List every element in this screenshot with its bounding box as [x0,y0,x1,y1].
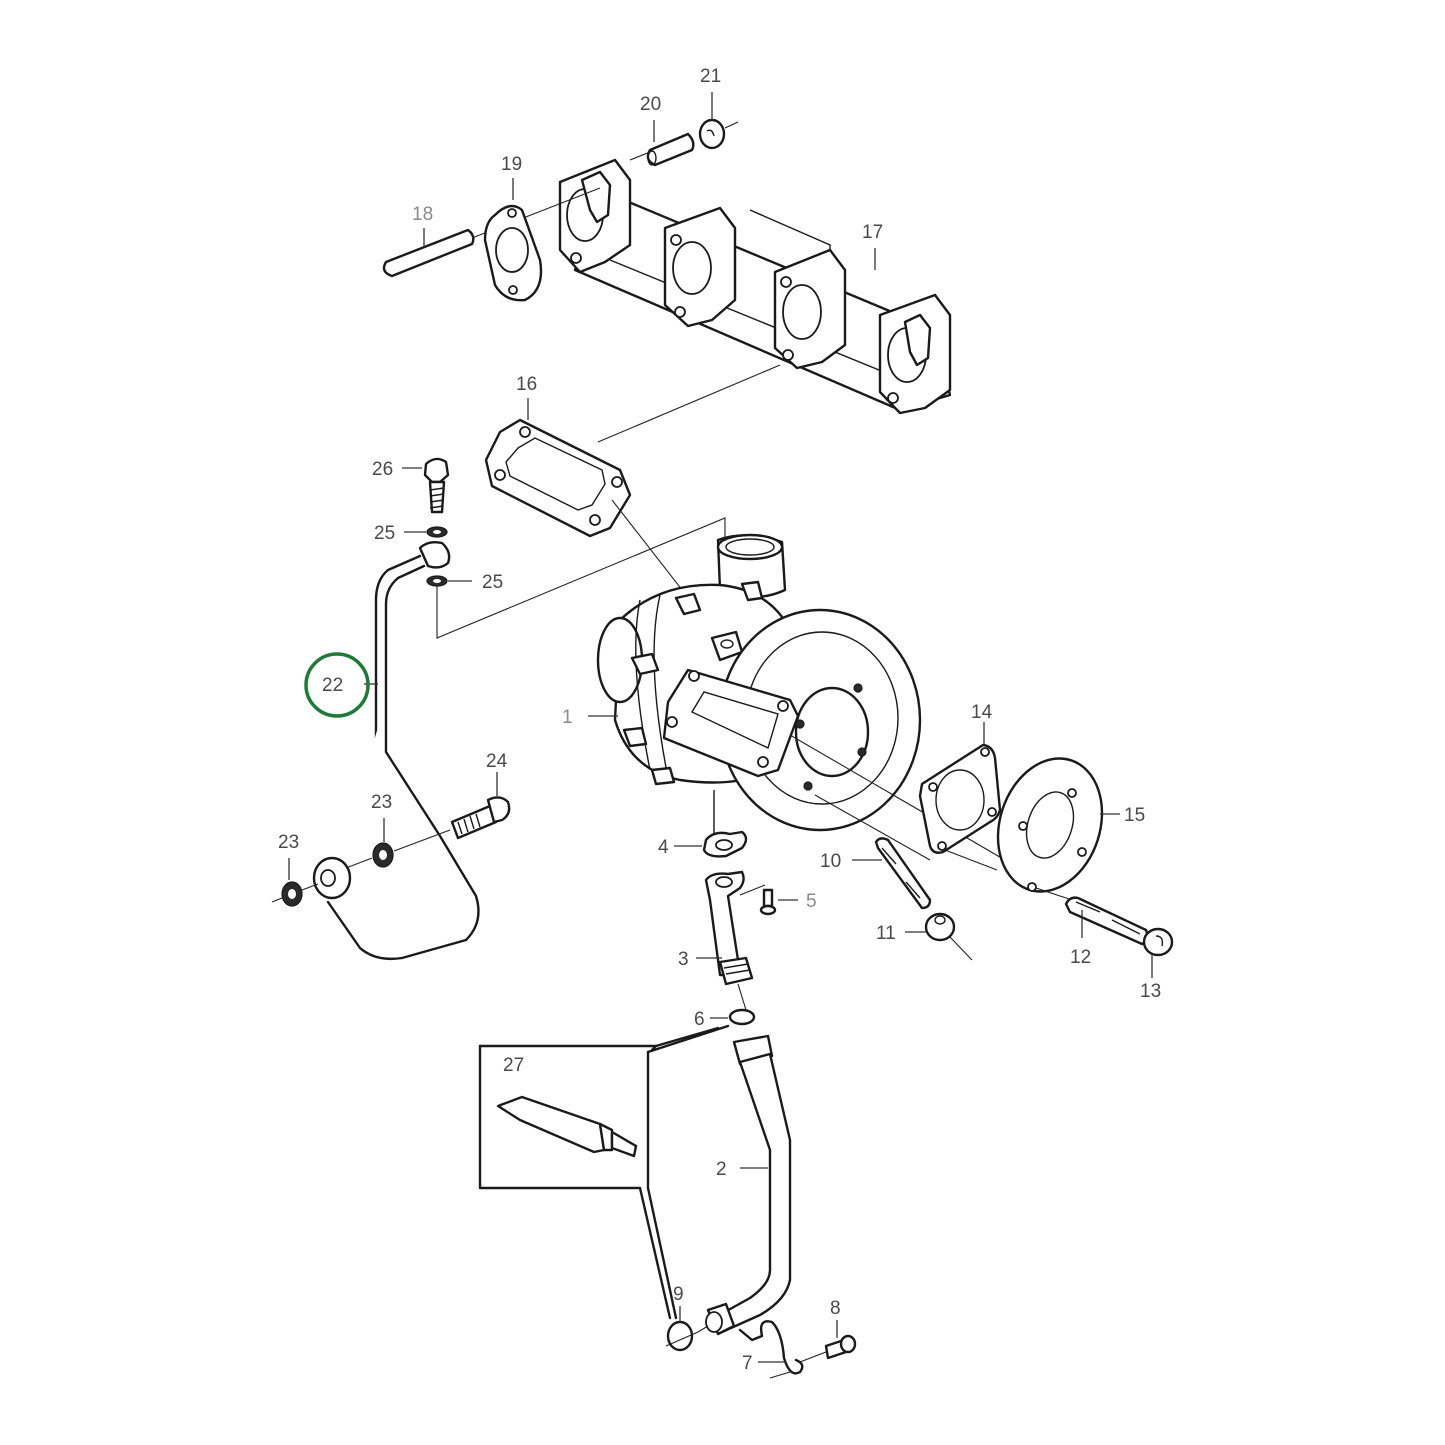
stud[interactable]: 12 [1035,887,1149,968]
callout-7: 7 [742,1353,753,1374]
callout-18: 18 [412,204,433,225]
oil-return-pipe[interactable]: 2 [705,1034,792,1336]
callout-3: 3 [678,949,689,970]
callout-14: 14 [971,702,993,723]
clamp-screw[interactable]: 8 [799,1298,857,1363]
callout-5: 5 [806,891,817,912]
callout-4: 4 [658,837,669,858]
outlet-flange[interactable]: 15 [981,745,1145,905]
drain-gasket[interactable]: 4 [658,830,748,858]
callout-13: 13 [1140,981,1161,1002]
callout-15: 15 [1124,805,1145,826]
callout-11: 11 [876,923,896,944]
callout-8: 8 [830,1298,841,1319]
sealing-washer-upper[interactable]: 25 [374,523,448,544]
callout-25b: 25 [482,572,503,593]
manifold-gasket[interactable]: 19 [483,154,543,302]
callout-26: 26 [372,459,393,480]
banjo-bolt-lower[interactable]: 24 [450,751,511,840]
turbocharger[interactable]: 1 [562,533,922,835]
manifold-stud[interactable]: 18 [382,204,475,278]
exhaust-manifold[interactable]: 17 [558,158,952,415]
sealant-tube-icon [496,1095,638,1158]
callout-6: 6 [694,1009,705,1030]
callout-27: 27 [503,1055,524,1076]
callout-9: 9 [673,1284,684,1305]
highlight-circle [304,652,370,718]
callout-1: 1 [562,707,573,728]
outlet-gasket[interactable]: 14 [918,702,1002,854]
stud[interactable]: 10 [820,837,932,910]
callout-24: 24 [486,751,508,772]
socket-head-screw[interactable]: 13 [1140,927,1174,1002]
flange-screw[interactable]: 5 [739,884,817,916]
callout-2: 2 [716,1159,727,1180]
sealant-box[interactable]: 27 [478,1024,730,1320]
callout-21: 21 [700,66,721,87]
sealing-washer-lower[interactable]: 25 [426,572,503,593]
spacer-sleeve[interactable]: 20 [640,94,695,167]
callout-17: 17 [862,222,883,243]
banjo-bolt-upper[interactable]: 26 [372,457,450,514]
callout-25a: 25 [374,523,395,544]
callout-22: 22 [322,675,343,696]
callout-16: 16 [516,374,537,395]
o-ring-lower[interactable]: 9 [665,1284,709,1352]
callout-19: 19 [501,154,522,175]
callout-20: 20 [640,94,661,115]
manifold-nut[interactable]: 21 [698,66,739,150]
oil-drain-elbow[interactable]: 3 [678,870,754,986]
pipe-clamp[interactable]: 7 [738,1320,804,1379]
turbo-gasket[interactable]: 16 [484,374,632,538]
nut[interactable]: 11 [876,912,973,961]
sealing-washer[interactable]: 23 [278,832,303,907]
callout-12: 12 [1070,947,1091,968]
o-ring-upper[interactable]: 6 [694,1008,756,1030]
callout-23b: 23 [371,792,392,813]
oil-delivery-pipe[interactable]: 22 [304,540,480,961]
sealing-washer[interactable]: 23 [371,792,394,868]
callout-23a: 23 [278,832,299,853]
callout-10: 10 [820,851,841,872]
